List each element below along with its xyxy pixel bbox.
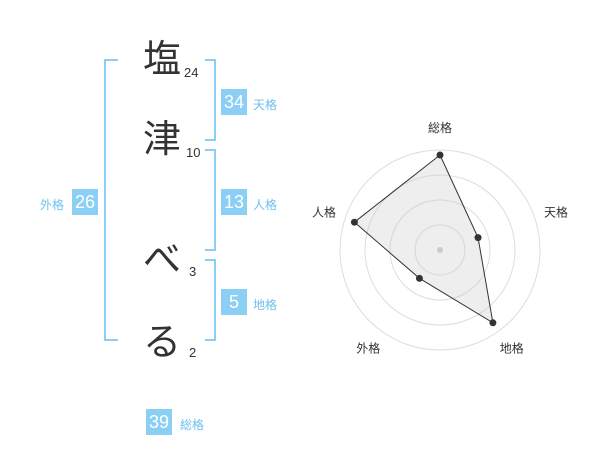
jinkaku-label: 人格 [253,198,278,212]
radar-ring-2 [389,199,491,301]
radar-ring-3 [364,174,516,326]
radar-axis-label-4: 外格 [356,341,380,356]
tenkaku-value: 34 [221,89,247,115]
soukaku-label: 総格 [180,418,205,432]
radar-point-4 [415,274,423,282]
name-char-2: 津 [143,117,182,161]
name-char-4: る [143,320,182,364]
radar-point-3 [489,319,497,327]
radar-point-2 [474,234,482,242]
radar-ring-4 [339,149,541,351]
name-char-3: べ [143,237,182,281]
soukaku-value: 39 [146,409,172,435]
jinkaku-value: 13 [221,189,247,215]
jinkaku-bracket [205,149,216,251]
stroke-count-2: 10 [186,145,201,160]
radar-ring-1 [414,224,466,276]
radar-axis-label-5: 人格 [312,204,336,219]
gaikaku-bracket [104,59,118,341]
chikaku-bracket [205,259,216,341]
radar-point-5 [350,218,358,226]
radar-polygon [353,154,494,324]
gaikaku-value: 26 [72,189,98,215]
gaikaku-label: 外格 [40,198,65,212]
chikaku-value: 5 [221,289,247,315]
stroke-count-1: 24 [184,65,199,80]
stroke-count-3: 3 [189,264,197,279]
radar-axis-label-2: 天格 [544,204,568,219]
tenkaku-label: 天格 [253,98,278,112]
tenkaku-bracket [205,59,216,141]
name-char-1: 塩 [143,37,182,81]
radar-axis-label-3: 地格 [500,341,524,356]
radar-axis-label-1: 総格 [428,120,452,135]
chikaku-label: 地格 [253,298,278,312]
radar-center [437,247,443,253]
radar-point-1 [436,151,444,159]
stroke-count-4: 2 [189,345,197,360]
